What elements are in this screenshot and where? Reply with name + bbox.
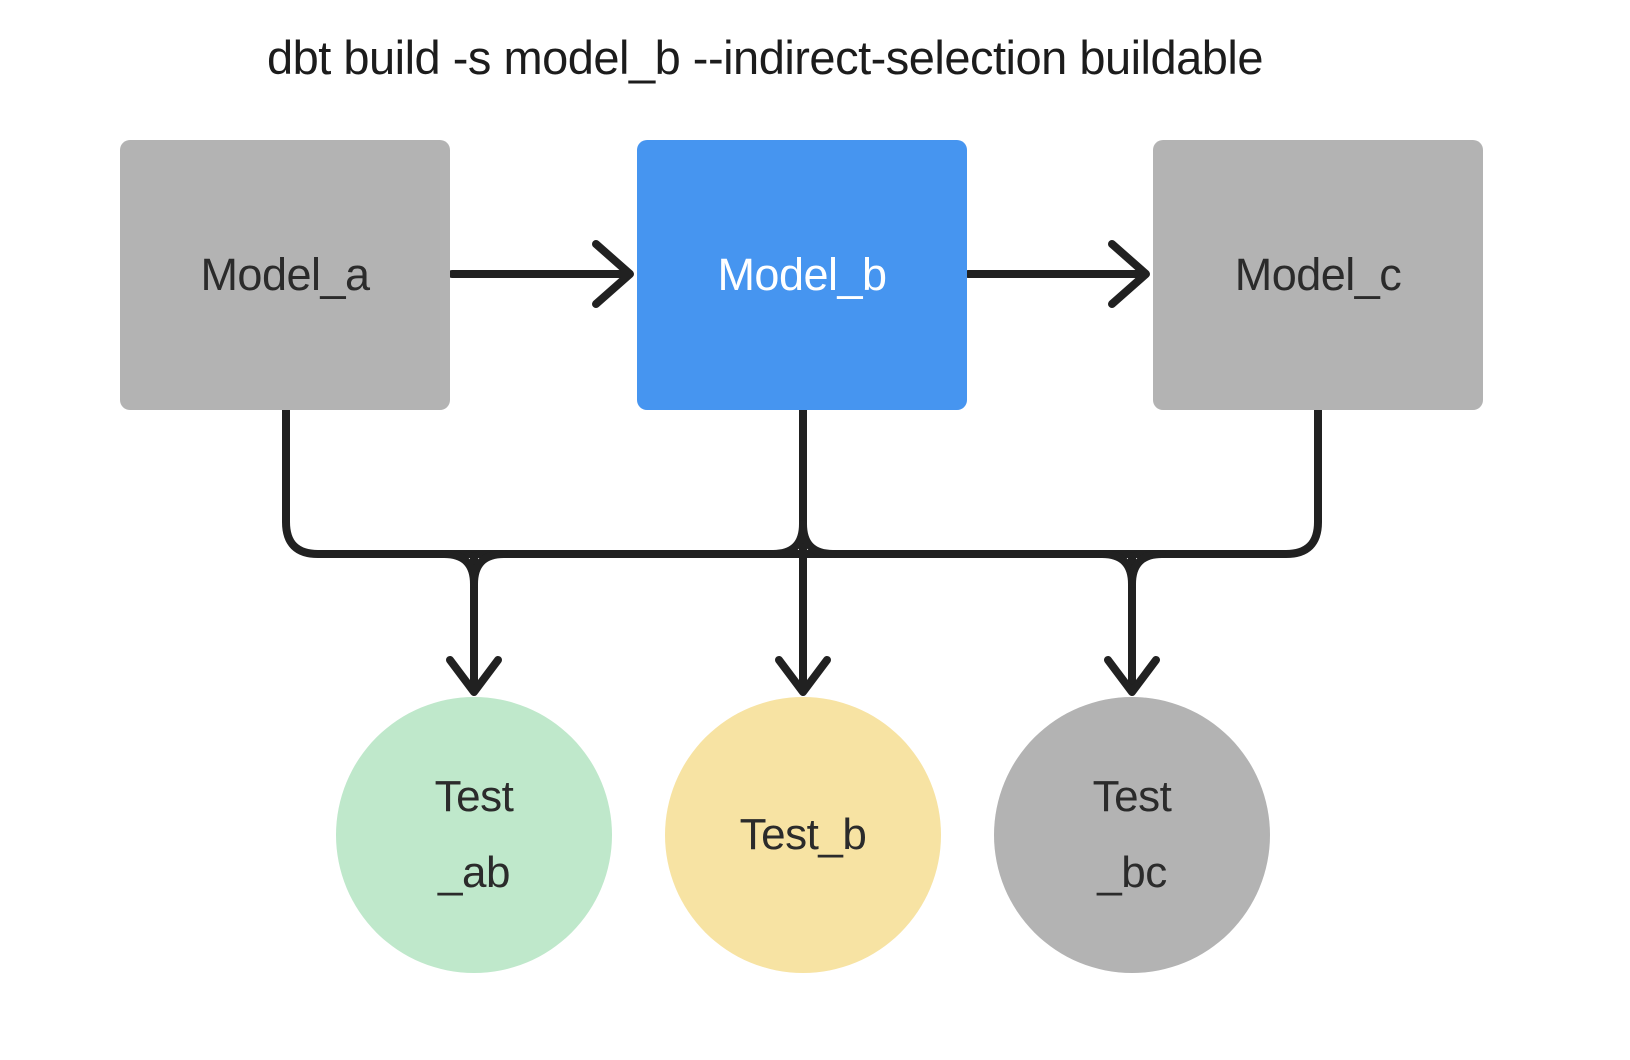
node-model-c: Model_c: [1153, 140, 1483, 410]
node-test-b-label-line1: Test_b: [739, 810, 867, 860]
node-model-c-label: Model_c: [1234, 249, 1402, 300]
arrowhead-model-c-icon: [1108, 240, 1150, 308]
node-test-ab: Test _ab: [336, 697, 612, 973]
node-model-a: Model_a: [120, 140, 450, 410]
node-test-ab-label-line1: Test: [434, 772, 514, 822]
fillet-test-bc-left: [1098, 550, 1136, 588]
command-title: dbt build -s model_b --indirect-selectio…: [267, 31, 1264, 84]
node-test-bc-label-line1: Test: [1092, 772, 1172, 822]
fillet-test-ab-left: [440, 550, 478, 588]
node-test-bc-label-line2: _bc: [1097, 848, 1167, 897]
node-test-b: Test_b: [665, 697, 941, 973]
node-test-ab-label-line2: _ab: [438, 848, 510, 897]
arrowhead-test-ab-icon: [446, 656, 502, 696]
arrowhead-test-bc-icon: [1104, 656, 1160, 696]
node-model-a-label: Model_a: [200, 249, 370, 300]
node-model-b: Model_b: [637, 140, 967, 410]
fillet-test-b-left: [769, 520, 807, 558]
fillet-test-bc-right: [1128, 550, 1166, 588]
fillet-test-ab-right: [470, 550, 508, 588]
fillet-test-b-right: [799, 520, 837, 558]
node-model-b-label: Model_b: [717, 249, 887, 300]
arrowhead-model-b-icon: [592, 240, 634, 308]
node-test-bc: Test _bc: [994, 697, 1270, 973]
arrowhead-test-b-icon: [775, 656, 831, 696]
